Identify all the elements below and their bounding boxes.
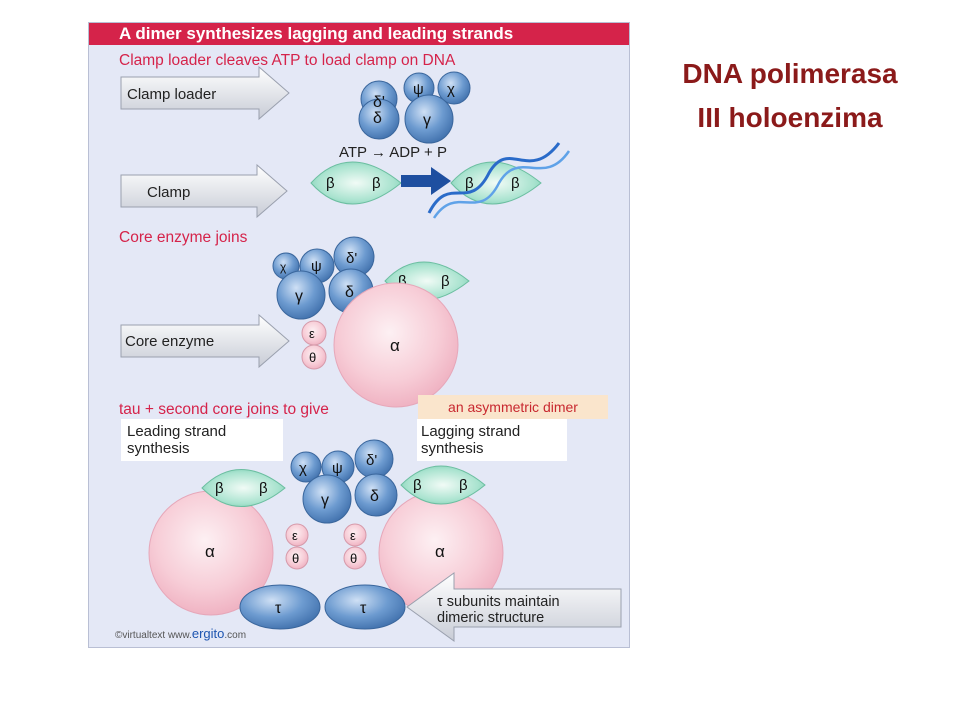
- label-beta: β: [326, 175, 335, 192]
- figure-diagram: Clamp loader cleaves ATP to load clamp o…: [115, 52, 622, 642]
- slide-title-line2: III holoenzima: [697, 102, 883, 133]
- label-tau: τ: [275, 600, 282, 617]
- step1-heading: Clamp loader cleaves ATP to load clamp o…: [119, 52, 456, 69]
- label-alpha: α: [390, 336, 400, 355]
- label-psi: ψ: [413, 81, 424, 98]
- svg-text:Leading strand: Leading strand: [127, 423, 226, 440]
- label-alpha: α: [435, 542, 445, 561]
- holoenzyme-dimer: α α β β β β χ ψ δ' γ δ: [148, 439, 504, 630]
- svg-text:synthesis: synthesis: [421, 440, 484, 457]
- tau-arrow-line1: τ subunits maintain: [437, 594, 560, 610]
- label-alpha: α: [205, 542, 215, 561]
- label-gamma: γ: [295, 288, 303, 305]
- label-delta: δ: [345, 284, 354, 301]
- clamp-loader-label: Clamp loader: [127, 86, 216, 103]
- reaction-label: ATP → ADP + P: [339, 144, 447, 161]
- label-gamma: γ: [423, 112, 431, 129]
- step2-heading: Core enzyme joins: [119, 229, 248, 246]
- label-chi: χ: [299, 460, 307, 477]
- label-delta-prime: δ': [366, 452, 377, 469]
- label-epsilon: ε: [309, 326, 315, 341]
- leading-strand-label: Leading strand synthesis: [121, 419, 283, 461]
- label-delta-prime: δ': [346, 250, 357, 267]
- label-epsilon: ε: [292, 528, 298, 543]
- clamp-loader-complex: δ' ψ χ δ γ: [358, 71, 471, 144]
- label-chi: χ: [447, 81, 455, 98]
- label-tau: τ: [360, 600, 367, 617]
- label-epsilon: ε: [350, 528, 356, 543]
- clamp-label: Clamp: [147, 184, 190, 201]
- core-enzyme-label: Core enzyme: [125, 333, 214, 350]
- figure-credit: ©virtualtext www.ergito.com: [115, 626, 246, 641]
- lagging-strand-label: Lagging strand synthesis: [417, 419, 567, 461]
- label-beta: β: [398, 273, 407, 290]
- label-delta-prime: δ': [373, 94, 385, 111]
- label-beta: β: [413, 477, 422, 494]
- svg-text:Lagging strand: Lagging strand: [421, 423, 520, 440]
- figure-header: A dimer synthesizes lagging and leading …: [89, 23, 629, 45]
- loading-arrow: [401, 167, 451, 195]
- label-beta: β: [465, 175, 474, 192]
- core-enzyme: ε θ α: [301, 282, 459, 408]
- label-theta: θ: [350, 551, 357, 566]
- clamp-arrow: Clamp: [120, 163, 288, 219]
- label-psi: ψ: [311, 258, 322, 275]
- label-beta: β: [459, 477, 468, 494]
- label-gamma: γ: [321, 492, 329, 509]
- label-theta: θ: [309, 350, 316, 365]
- label-chi: χ: [280, 260, 287, 274]
- clamp-loader-arrow: Clamp loader: [120, 65, 290, 121]
- label-beta: β: [441, 273, 450, 290]
- label-beta: β: [259, 480, 268, 497]
- step3-heading: tau + second core joins to give: [119, 401, 329, 418]
- svg-text:synthesis: synthesis: [127, 440, 190, 457]
- label-psi: ψ: [332, 460, 343, 477]
- label-beta: β: [372, 175, 381, 192]
- core-enzyme-arrow: Core enzyme: [120, 313, 290, 369]
- dna-polymerase-figure: A dimer synthesizes lagging and leading …: [88, 22, 630, 648]
- beta-clamp-free: β β: [310, 161, 402, 205]
- slide-title: DNA polimerasa III holoenzima: [640, 52, 940, 140]
- label-delta: δ: [370, 488, 379, 505]
- label-beta: β: [215, 480, 224, 497]
- beta-clamp-on-dna: β β: [427, 142, 571, 219]
- label-beta: β: [511, 175, 520, 192]
- label-delta: δ: [373, 110, 382, 127]
- slide-title-line1: DNA polimerasa: [682, 58, 898, 89]
- tau-subunits-arrow: τ subunits maintain dimeric structure: [406, 572, 622, 642]
- label-theta: θ: [292, 551, 299, 566]
- tau-arrow-line2: dimeric structure: [437, 610, 544, 626]
- asymmetric-dimer-callout: an asymmetric dimer: [418, 395, 608, 419]
